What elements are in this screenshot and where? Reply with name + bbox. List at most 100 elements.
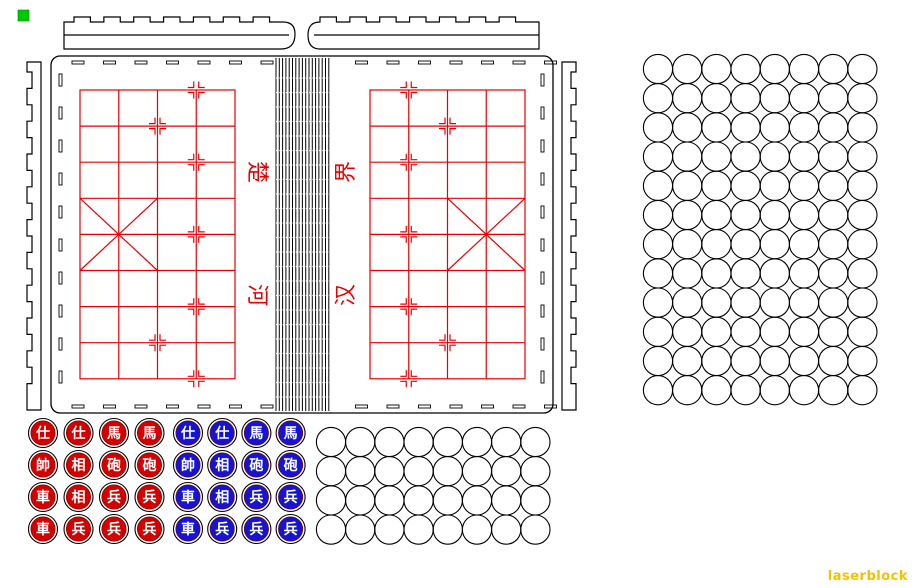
position-marker — [149, 117, 156, 125]
blank-piece — [788, 53, 820, 85]
position-marker — [449, 344, 456, 352]
board-slot — [449, 404, 463, 409]
blank-piece — [672, 170, 703, 201]
blank-piece — [788, 345, 820, 377]
blank-piece — [788, 112, 820, 143]
chess-board — [50, 55, 557, 414]
board-slot — [544, 60, 557, 65]
red-piece: 仕 — [63, 417, 94, 449]
piece-label: 兵 — [284, 489, 298, 506]
blank-piece — [730, 170, 761, 201]
blank-piece — [315, 456, 347, 487]
position-marker — [198, 225, 205, 233]
blank-piece — [701, 375, 732, 406]
hinge-strip — [63, 16, 296, 50]
position-marker — [410, 380, 418, 388]
position-marker — [198, 153, 205, 161]
board-slot — [58, 304, 63, 318]
piece-face — [30, 420, 56, 446]
piece-face — [101, 420, 127, 446]
position-marker — [410, 308, 418, 316]
blank-piece — [642, 345, 674, 377]
blue-piece: 砲 — [241, 449, 272, 481]
board-slot — [58, 139, 63, 153]
blank-piece — [847, 345, 878, 377]
blank-piece — [847, 83, 878, 114]
position-marker — [159, 344, 166, 352]
position-marker — [439, 117, 446, 125]
position-marker — [439, 334, 446, 341]
board-slot — [540, 139, 545, 153]
board-slot — [58, 73, 63, 87]
blank-piece — [818, 345, 849, 377]
position-marker — [400, 225, 407, 233]
blank-piece — [520, 426, 551, 458]
piece-face — [137, 420, 163, 446]
piece-label: 帥 — [181, 457, 195, 474]
blank-piece — [788, 199, 820, 231]
position-marker — [400, 308, 407, 316]
red-piece: 仕 — [27, 417, 59, 449]
blue-piece: 仕 — [207, 417, 238, 449]
piece-label: 仕 — [35, 425, 50, 442]
piece-face — [66, 484, 92, 510]
board-slot — [540, 205, 545, 219]
blank-piece — [701, 258, 732, 289]
position-marker — [187, 153, 195, 161]
board-slot — [540, 337, 545, 351]
board-slot — [166, 60, 179, 65]
position-marker — [187, 225, 195, 233]
red-piece: 砲 — [98, 449, 130, 481]
blank-piece — [788, 229, 820, 260]
side-strip — [561, 61, 577, 411]
blank-piece — [432, 456, 463, 487]
position-marker — [410, 370, 418, 377]
blank-piece — [847, 287, 878, 318]
blank-piece — [730, 258, 761, 289]
blank-piece — [847, 112, 878, 143]
board-slot — [58, 238, 63, 252]
blank-piece — [788, 170, 820, 201]
position-marker — [198, 370, 205, 377]
blank-piece — [730, 141, 761, 172]
board-slot — [386, 404, 400, 409]
blank-piece — [461, 514, 493, 545]
blank-piece — [730, 112, 761, 143]
blank-piece — [818, 375, 849, 406]
board-slot — [540, 370, 545, 384]
blank-piece — [672, 316, 703, 347]
blank-piece — [818, 287, 849, 318]
board-slot — [512, 60, 526, 65]
position-marker — [400, 380, 407, 388]
blank-piece — [759, 53, 790, 85]
piece-label: 仕 — [180, 425, 195, 442]
position-marker — [449, 128, 456, 135]
piece-label: 砲 — [107, 457, 121, 474]
board-slot — [197, 60, 211, 65]
board-slot — [355, 404, 368, 409]
position-marker — [159, 334, 166, 341]
blue-piece: 兵 — [241, 481, 272, 513]
blue-piece: 帥 — [172, 449, 204, 481]
piece-face — [243, 516, 269, 542]
position-marker — [198, 164, 205, 171]
board-slot — [481, 404, 494, 409]
blank-piece — [701, 83, 732, 114]
blank-piece — [818, 170, 849, 201]
blank-piece — [818, 53, 849, 85]
blank-piece — [701, 229, 732, 260]
blank-piece — [461, 456, 493, 487]
position-marker — [400, 298, 407, 305]
blank-piece — [642, 112, 674, 143]
blank-piece — [788, 83, 820, 114]
board-slot — [355, 60, 368, 65]
piece-label: 砲 — [249, 457, 263, 474]
piece-label: 相 — [215, 489, 229, 506]
red-piece: 兵 — [63, 513, 94, 545]
position-marker — [198, 91, 205, 99]
red-piece: 相 — [63, 481, 94, 513]
board-slot — [103, 60, 116, 65]
piece-face — [137, 452, 163, 478]
red-piece: 砲 — [134, 449, 165, 481]
blue-piece: 兵 — [275, 513, 306, 545]
